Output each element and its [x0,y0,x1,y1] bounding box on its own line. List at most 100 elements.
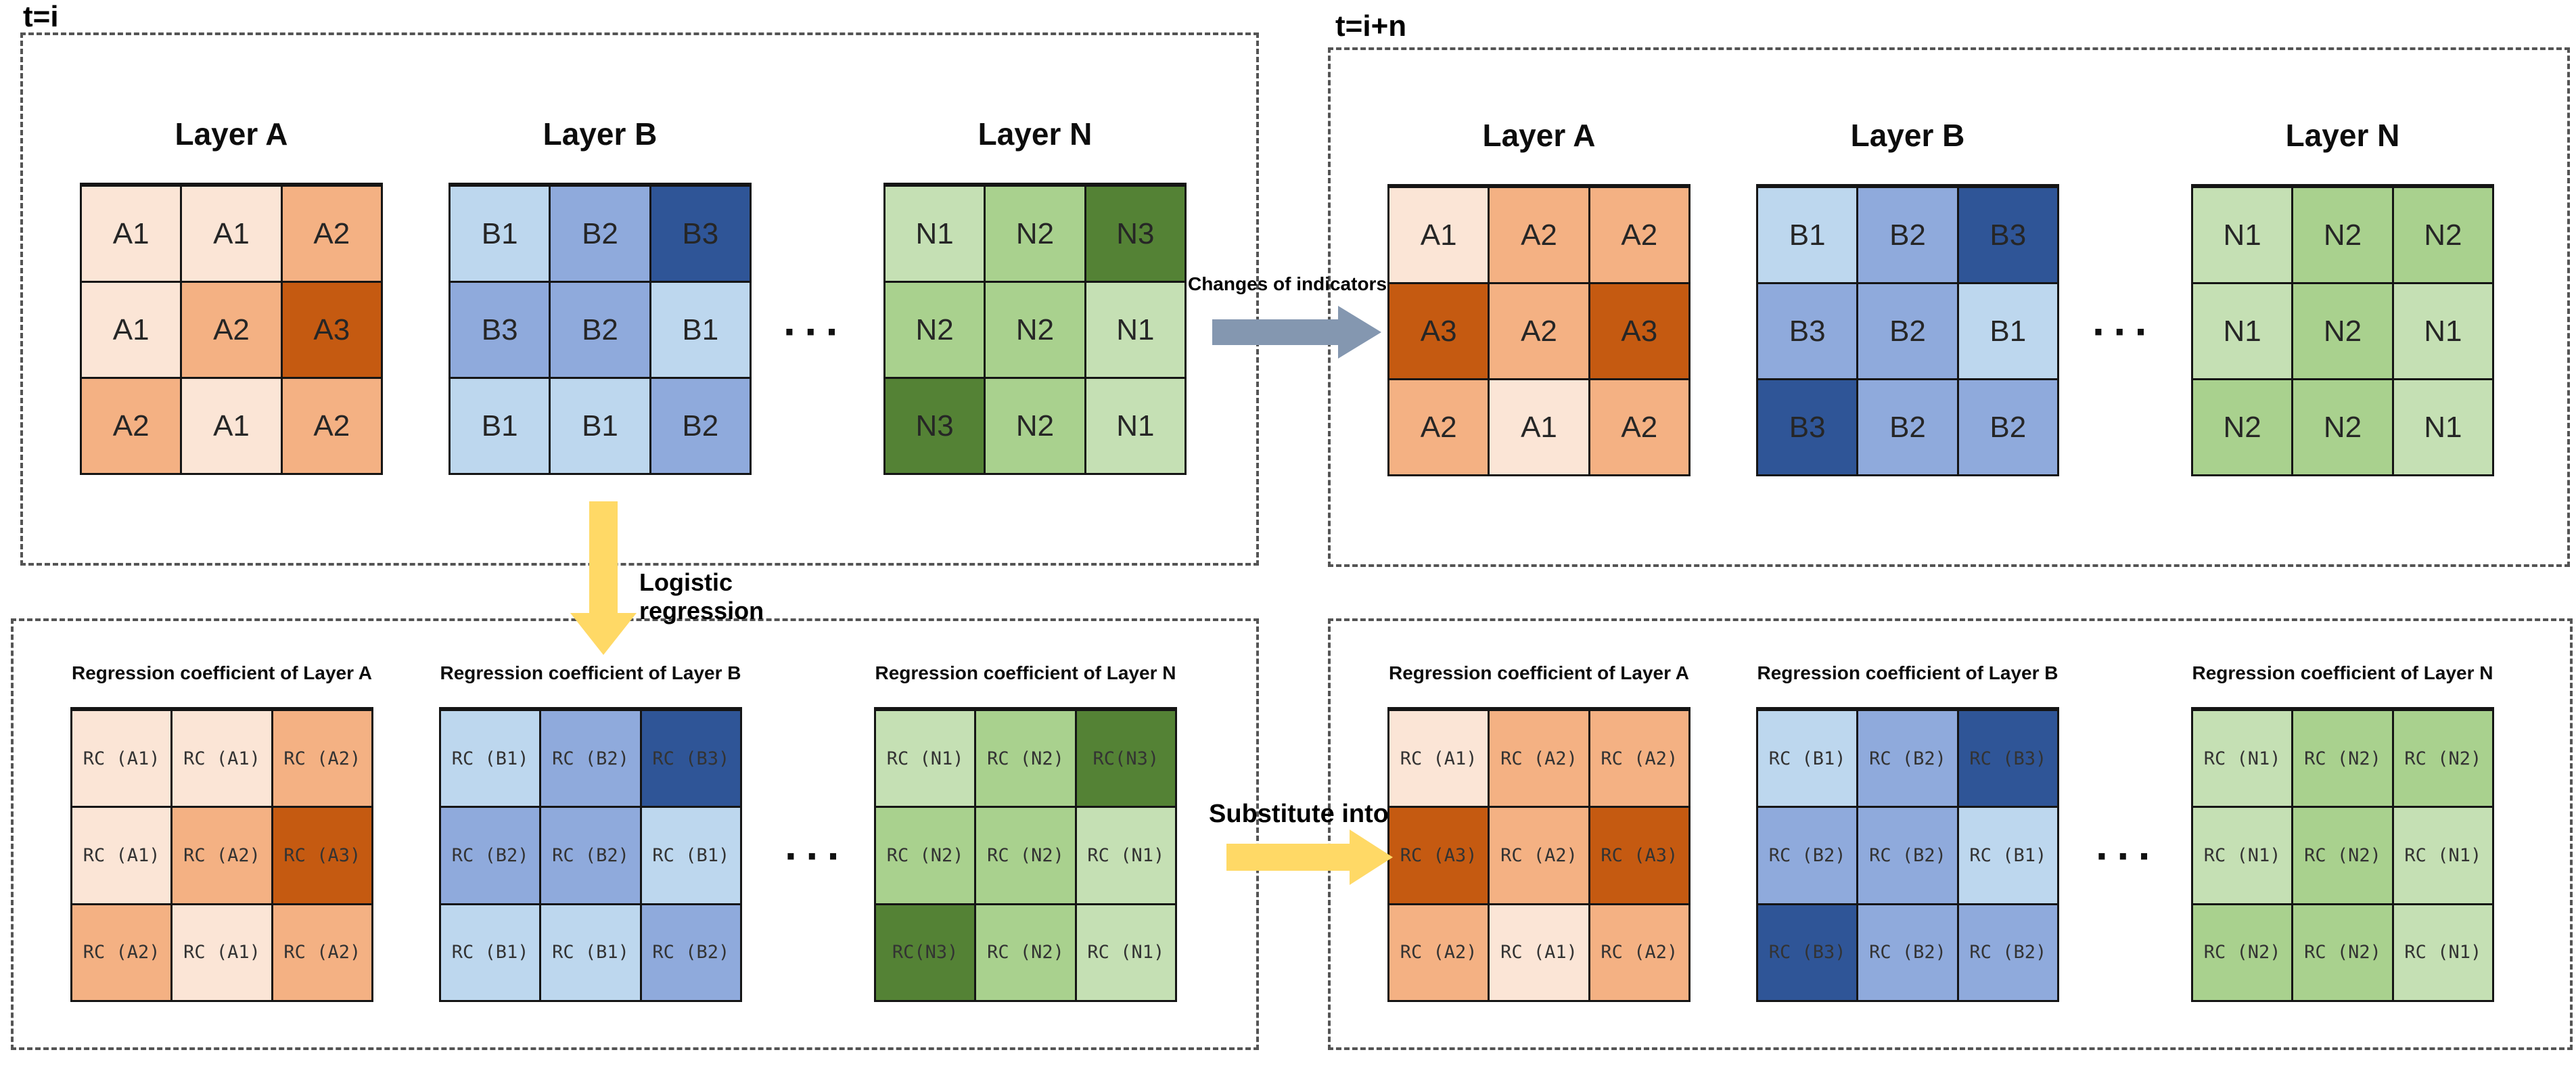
right-arrow-icon [1212,319,1338,345]
grid-cell: A1 [82,187,181,281]
logistic-regression-label: Logistic regression [639,568,764,624]
grid-cell: RC (A3) [1590,808,1688,903]
grid-cell: RC (N2) [876,808,975,903]
grid-cell: A2 [82,379,181,473]
grid-cell: B2 [551,283,649,377]
grid-cell: RC (N2) [976,905,1075,1000]
grid-cell: RC (B2) [1758,808,1857,903]
grid-cell: B2 [1858,188,1957,282]
grid-cell: RC (N2) [976,711,1075,806]
changes-of-indicators-label: Changes of indicators [1187,273,1387,294]
grid-cell: A2 [1590,188,1688,282]
grid-cell: RC (N2) [2393,711,2492,806]
layer-grid: RC (B1)RC (B2)RC (B3)RC (B2)RC (B2)RC (B… [439,707,742,1002]
grid-cell: B3 [1958,188,2057,282]
grid-cell: B3 [1758,284,1857,378]
grid-title: Regression coefficient of Layer B [1757,662,2058,683]
grid-group-regression-coefficient-of-layer-b: Regression coefficient of Layer B RC (B1)… [1756,662,2059,1002]
grid-cell: N2 [2293,380,2392,474]
layer-grid: RC (B1)RC (B2)RC (B3)RC (B2)RC (B2)RC (B… [1756,707,2059,1002]
grid-cell: B1 [451,379,549,473]
down-arrow-head-icon [570,613,637,655]
grid-cell: RC (B2) [541,808,640,903]
grid-cell: N1 [886,187,984,281]
grid-cell: RC (A1) [72,808,171,903]
grid-cell: N1 [2193,284,2292,378]
grid-cell: N2 [2193,380,2292,474]
substitute-into-label: Substitute into [1209,800,1389,828]
grid-cell: N1 [2193,188,2292,282]
right-arrow-icon [1226,844,1350,871]
grid-cell: RC (B1) [1958,808,2057,903]
layer-grid: RC (A1)RC (A2)RC (A2)RC (A3)RC (A2)RC (A… [1387,707,1690,1002]
grid-cell: RC (N1) [876,711,975,806]
grid-cell: N2 [2293,284,2392,378]
grid-cell: N2 [2293,188,2392,282]
grid-cell: A2 [282,187,381,281]
grid-cell: RC (B3) [1758,905,1857,1000]
grid-cell: B3 [1758,380,1857,474]
grid-title: Regression coefficient of Layer N [875,662,1176,683]
grid-title: Layer N [2285,118,2400,153]
grid-title: Layer A [1482,118,1596,153]
grid-cell: RC (N1) [1076,808,1175,903]
grid-cell: A3 [1389,284,1488,378]
grid-cell: RC (N1) [1076,905,1175,1000]
right-arrow-head-icon [1350,829,1393,885]
grid-cell: B1 [1758,188,1857,282]
grid-cell: RC (A1) [172,711,271,806]
grid-cell: RC (N1) [2193,808,2292,903]
grid-cell: RC (A2) [1590,711,1688,806]
grid-cell: N1 [2393,284,2492,378]
grid-cell: RC (B2) [641,905,740,1000]
grid-cell: RC (N1) [2393,905,2492,1000]
grid-cell: RC (B3) [641,711,740,806]
grid-cell: RC (B2) [1958,905,2057,1000]
grid-cell: A2 [1490,284,1588,378]
grid-cell: RC (A3) [1389,808,1488,903]
grid-cell: N3 [886,379,984,473]
grid-group-regression-coefficient-of-layer-n: Regression coefficient of Layer N RC (N1)… [874,662,1177,1002]
grid-cell: RC (A2) [72,905,171,1000]
grid-cell: RC (A3) [273,808,371,903]
grid-cell: B1 [551,379,649,473]
grid-cell: A3 [282,283,381,377]
panel-regression-coefficients-t-i-plus-n: Regression coefficient of Layer A RC (A1)… [1328,618,2573,1050]
grid-group-regression-coefficient-of-layer-n: Regression coefficient of Layer N RC (N1)… [2191,662,2494,1002]
grid-title: Regression coefficient of Layer N [2192,662,2493,683]
grid-cell: N1 [1086,379,1184,473]
grid-cell: RC (N1) [2393,808,2492,903]
right-arrow-head-icon [1338,306,1381,359]
grid-cell: A2 [1389,380,1488,474]
grid-cell: RC (B1) [641,808,740,903]
grid-cell: RC (B2) [541,711,640,806]
grid-cell: RC (A1) [1389,711,1488,806]
grid-cell: N1 [2393,380,2492,474]
grid-cell: N3 [1086,187,1184,281]
grid-cell: B1 [451,187,549,281]
grid-cell: RC (B1) [541,905,640,1000]
grid-cell: RC (B2) [441,808,540,903]
grid-cell: A3 [1590,284,1688,378]
grid-title: Regression coefficient of Layer A [1389,662,1689,683]
layer-grid: RC (N1)RC (N2)RC(N3)RC (N2)RC (N2)RC (N1… [874,707,1177,1002]
grid-cell: B1 [651,283,750,377]
grid-cell: A1 [182,187,281,281]
down-arrow-icon [589,501,618,614]
grid-cell: RC (B3) [1958,711,2057,806]
layer-grid: RC (A1)RC (A1)RC (A2)RC (A1)RC (A2)RC (A… [70,707,373,1002]
grid-cell: RC (A2) [1590,905,1688,1000]
grid-cell: RC (N1) [2193,711,2292,806]
grid-cell: A1 [182,379,281,473]
